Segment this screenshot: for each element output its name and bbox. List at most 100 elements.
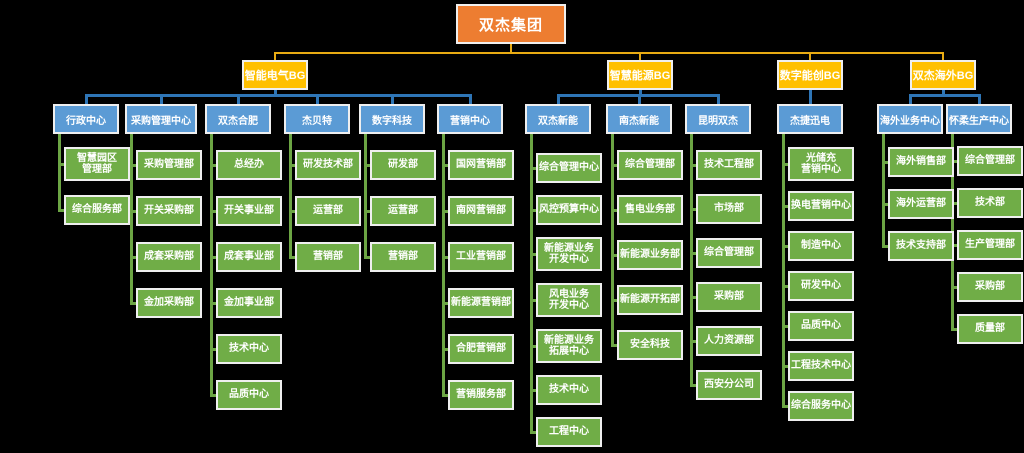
node-label: 金加采购部: [144, 297, 194, 309]
unit-connector-drop: [236, 94, 240, 104]
dept-connector-tick: [690, 383, 698, 387]
dept-connector-tick: [210, 209, 218, 213]
unit-node-2-0: 杰捷迅电: [777, 104, 843, 134]
dept-node-0-0-0: 智慧园区管理部: [64, 147, 130, 181]
group-node-2: 数字能创BG: [777, 60, 843, 90]
node-label: 合肥营销部: [456, 343, 506, 355]
node-label: 新能源业务部: [620, 249, 680, 261]
node-label: 海外销售部: [896, 156, 946, 168]
node-label: 安全科技: [630, 339, 670, 351]
group-node-3: 双杰海外BG: [910, 60, 976, 90]
dept-node-1-0-2: 新能源业务开发中心: [536, 237, 602, 271]
dept-node-2-0-4: 品质中心: [788, 311, 854, 341]
dept-connector-tick: [951, 285, 959, 289]
dept-node-0-0-1: 综合服务部: [64, 195, 130, 225]
dept-node-0-3-2: 营销部: [295, 242, 361, 272]
node-label: 人力资源部: [704, 335, 754, 347]
unit-connector-bus: [84, 94, 472, 97]
dept-connector-tick: [951, 159, 959, 163]
node-label: 南杰新能: [619, 115, 659, 127]
node-label: 营销中心: [450, 115, 490, 127]
unit-node-1-0: 双杰新能: [525, 104, 591, 134]
node-label: 风控预算中心: [539, 204, 599, 216]
dept-connector-tick: [530, 208, 538, 212]
dept-node-1-1-4: 安全科技: [617, 330, 683, 360]
node-label: 智能电气BG: [244, 70, 306, 82]
dept-node-2-0-3: 研发中心: [788, 271, 854, 301]
dept-node-1-2-4: 人力资源部: [696, 326, 762, 356]
dept-connector-tick: [130, 163, 138, 167]
node-label: 海外业务中心: [880, 115, 940, 127]
dept-node-3-0-1: 海外运营部: [888, 189, 954, 219]
root-connector-bus: [274, 52, 944, 54]
node-label: 工程技术中心: [791, 360, 851, 372]
dept-node-1-0-3: 风电业务开发中心: [536, 283, 602, 317]
unit-node-0-5: 营销中心: [437, 104, 503, 134]
dept-connector-line: [130, 134, 133, 305]
node-label: 运营部: [313, 205, 343, 217]
dept-connector-tick: [611, 208, 619, 212]
dept-connector-tick: [130, 255, 138, 259]
node-label: 新能源营销部: [451, 297, 511, 309]
dept-node-1-0-5: 技术中心: [536, 375, 602, 405]
node-label: 技术部: [975, 197, 1005, 209]
unit-connector-drop: [908, 94, 912, 104]
node-label: 综合服务部: [72, 204, 122, 216]
unit-node-1-1: 南杰新能: [606, 104, 672, 134]
dept-node-1-0-1: 风控预算中心: [536, 195, 602, 225]
dept-connector-line: [364, 134, 367, 259]
node-label: 采购管理中心: [131, 115, 191, 127]
dept-connector-tick: [442, 255, 450, 259]
dept-connector-tick: [530, 166, 538, 170]
unit-connector-drop: [637, 94, 641, 104]
dept-connector-tick: [690, 339, 698, 343]
node-label: 换电营销中心: [791, 200, 851, 212]
dept-connector-line: [611, 134, 614, 347]
dept-connector-tick: [951, 201, 959, 205]
root-connector-drop: [942, 52, 944, 60]
dept-node-3-1-3: 采购部: [957, 272, 1023, 302]
dept-node-2-0-5: 工程技术中心: [788, 351, 854, 381]
dept-connector-line: [690, 134, 693, 387]
root-connector-drop: [809, 52, 811, 60]
dept-node-1-0-6: 工程中心: [536, 417, 602, 447]
dept-node-0-2-2: 成套事业部: [216, 242, 282, 272]
node-label: 杰贝特: [302, 115, 332, 127]
root-connector-drop: [274, 52, 276, 60]
dept-connector-tick: [58, 162, 66, 166]
dept-node-0-5-4: 合肥营销部: [448, 334, 514, 364]
node-label: 开发中心: [549, 254, 589, 265]
dept-connector-tick: [530, 430, 538, 434]
group-node-0: 智能电气BG: [242, 60, 308, 90]
node-label: 营销部: [313, 251, 343, 263]
dept-node-0-2-1: 开关事业部: [216, 196, 282, 226]
dept-node-0-1-2: 成套采购部: [136, 242, 202, 272]
node-label: 新能源开拓部: [620, 294, 680, 306]
node-label: 综合管理部: [704, 247, 754, 259]
node-label: 品质中心: [229, 389, 269, 401]
dept-connector-line: [882, 134, 885, 248]
dept-connector-tick: [530, 344, 538, 348]
dept-connector-tick: [530, 388, 538, 392]
dept-connector-tick: [210, 393, 218, 397]
unit-node-3-0: 海外业务中心: [877, 104, 943, 134]
dept-connector-tick: [364, 163, 372, 167]
dept-connector-tick: [782, 244, 790, 248]
node-label: 市场部: [714, 203, 744, 215]
node-label: 运营部: [388, 205, 418, 217]
node-label: 怀柔生产中心: [949, 115, 1009, 127]
node-label: 开关事业部: [224, 205, 274, 217]
node-label: 生产管理部: [965, 239, 1015, 251]
root-connector-drop: [639, 52, 641, 60]
dept-connector-tick: [690, 251, 698, 255]
dept-connector-tick: [364, 209, 372, 213]
dept-connector-tick: [782, 284, 790, 288]
dept-connector-tick: [611, 163, 619, 167]
unit-node-0-0: 行政中心: [53, 104, 119, 134]
dept-connector-tick: [882, 202, 890, 206]
dept-node-3-1-1: 技术部: [957, 188, 1023, 218]
node-label: 采购部: [714, 291, 744, 303]
unit-connector-drop: [556, 94, 560, 104]
dept-connector-tick: [210, 163, 218, 167]
